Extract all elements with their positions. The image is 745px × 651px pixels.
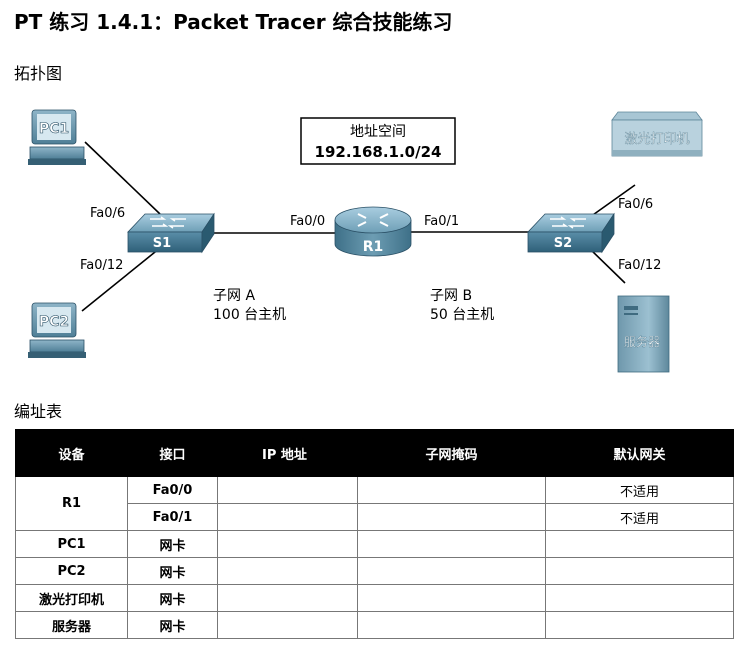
port-labels: Fa0/6 Fa0/12 Fa0/0 Fa0/1 Fa0/6 Fa0/12 (80, 197, 661, 273)
cell-device: 服务器 (15, 611, 128, 639)
addressing-heading: 编址表 (14, 402, 63, 421)
table-row: 激光打印机 网卡 (15, 584, 734, 612)
cell-ip[interactable] (217, 476, 358, 504)
table-row: PC2 网卡 (15, 557, 734, 585)
r1-label: R1 (363, 239, 384, 255)
port-r1-s1: Fa0/0 (290, 214, 325, 229)
cell-interface: 网卡 (127, 530, 218, 558)
switch-s1: S1 (127, 212, 215, 254)
link-pc2-s1 (81, 247, 161, 312)
pc1-device: PC1 (28, 109, 86, 165)
cell-mask[interactable] (357, 557, 546, 585)
cell-interface: Fa0/1 (127, 503, 218, 531)
cell-mask[interactable] (357, 476, 546, 504)
subnet-b-name: 子网 B (430, 288, 472, 304)
printer-label: 激光打印机 (624, 132, 689, 147)
cell-interface: 网卡 (127, 584, 218, 612)
port-s2-printer: Fa0/6 (618, 197, 653, 212)
table-row: PC1 网卡 (15, 530, 734, 558)
col-device: 设备 (15, 429, 128, 477)
cell-mask[interactable] (357, 584, 546, 612)
cell-gateway: 不适用 (545, 503, 734, 531)
table-row: Fa0/1 不适用 (16, 503, 734, 531)
pc2-device: PC2 (28, 302, 86, 358)
cell-gateway[interactable] (545, 530, 734, 558)
topology-diagram: 地址空间 192.168.1.0/24 PC1 PC2 S1 R1 (28, 109, 703, 373)
cell-interface: Fa0/0 (127, 476, 218, 504)
s1-label: S1 (153, 236, 171, 251)
col-ip: IP 地址 (217, 429, 358, 477)
cell-gateway[interactable] (545, 557, 734, 585)
table-row: R1 Fa0/0 不适用 (15, 476, 734, 531)
pc1-label: PC1 (39, 121, 69, 137)
cell-ip[interactable] (217, 557, 358, 585)
port-s2-server: Fa0/12 (618, 258, 661, 273)
cell-device: 激光打印机 (15, 584, 128, 612)
port-s1-pc1: Fa0/6 (90, 206, 125, 221)
s2-label: S2 (554, 236, 572, 251)
table-row: 服务器 网卡 (15, 611, 734, 639)
subnet-b-hosts: 50 台主机 (430, 307, 494, 323)
pc2-label: PC2 (39, 314, 69, 330)
link-s2-server (589, 248, 626, 284)
server-device: 服务器 (617, 295, 670, 373)
switch-s2: S2 (527, 212, 615, 254)
cell-device: R1 (15, 476, 128, 531)
cell-ip[interactable] (217, 611, 358, 639)
cell-ip[interactable] (217, 530, 358, 558)
link-s2-printer (589, 184, 636, 218)
cell-ip[interactable] (217, 503, 358, 531)
address-space-value: 192.168.1.0/24 (315, 143, 442, 161)
cell-ip[interactable] (217, 584, 358, 612)
cell-mask[interactable] (357, 503, 546, 531)
cell-interface: 网卡 (127, 557, 218, 585)
subnet-labels: 子网 A 100 台主机 子网 B 50 台主机 (213, 288, 494, 323)
cell-mask[interactable] (357, 611, 546, 639)
cell-gateway[interactable] (545, 611, 734, 639)
cell-device: PC1 (15, 530, 128, 558)
cell-gateway[interactable] (545, 584, 734, 612)
page-title: PT 练习 1.4.1：Packet Tracer 综合技能练习 (14, 10, 453, 34)
cell-device: PC2 (15, 557, 128, 585)
address-space-label: 地址空间 (350, 124, 406, 140)
port-s1-pc2: Fa0/12 (80, 258, 123, 273)
col-mask: 子网掩码 (357, 429, 546, 477)
topology-heading: 拓扑图 (14, 64, 63, 83)
table-header-row: 设备 接口 IP 地址 子网掩码 默认网关 (15, 429, 734, 477)
address-space-box: 地址空间 192.168.1.0/24 (300, 117, 456, 165)
subnet-a-name: 子网 A (213, 288, 255, 304)
links (81, 141, 636, 312)
port-r1-s2: Fa0/1 (424, 214, 459, 229)
router-r1: R1 (334, 206, 412, 257)
addressing-table: 设备 接口 IP 地址 子网掩码 默认网关 R1 Fa0/0 不适用 Fa0/1… (15, 429, 734, 639)
subnet-a-hosts: 100 台主机 (213, 307, 286, 323)
cell-gateway: 不适用 (545, 476, 734, 504)
printer-device: 激光打印机 (611, 111, 703, 157)
cell-mask[interactable] (357, 530, 546, 558)
link-pc1-s1 (84, 141, 161, 215)
server-label: 服务器 (624, 334, 660, 349)
cell-interface: 网卡 (127, 611, 218, 639)
col-interface: 接口 (127, 429, 218, 477)
col-gateway: 默认网关 (545, 429, 734, 477)
